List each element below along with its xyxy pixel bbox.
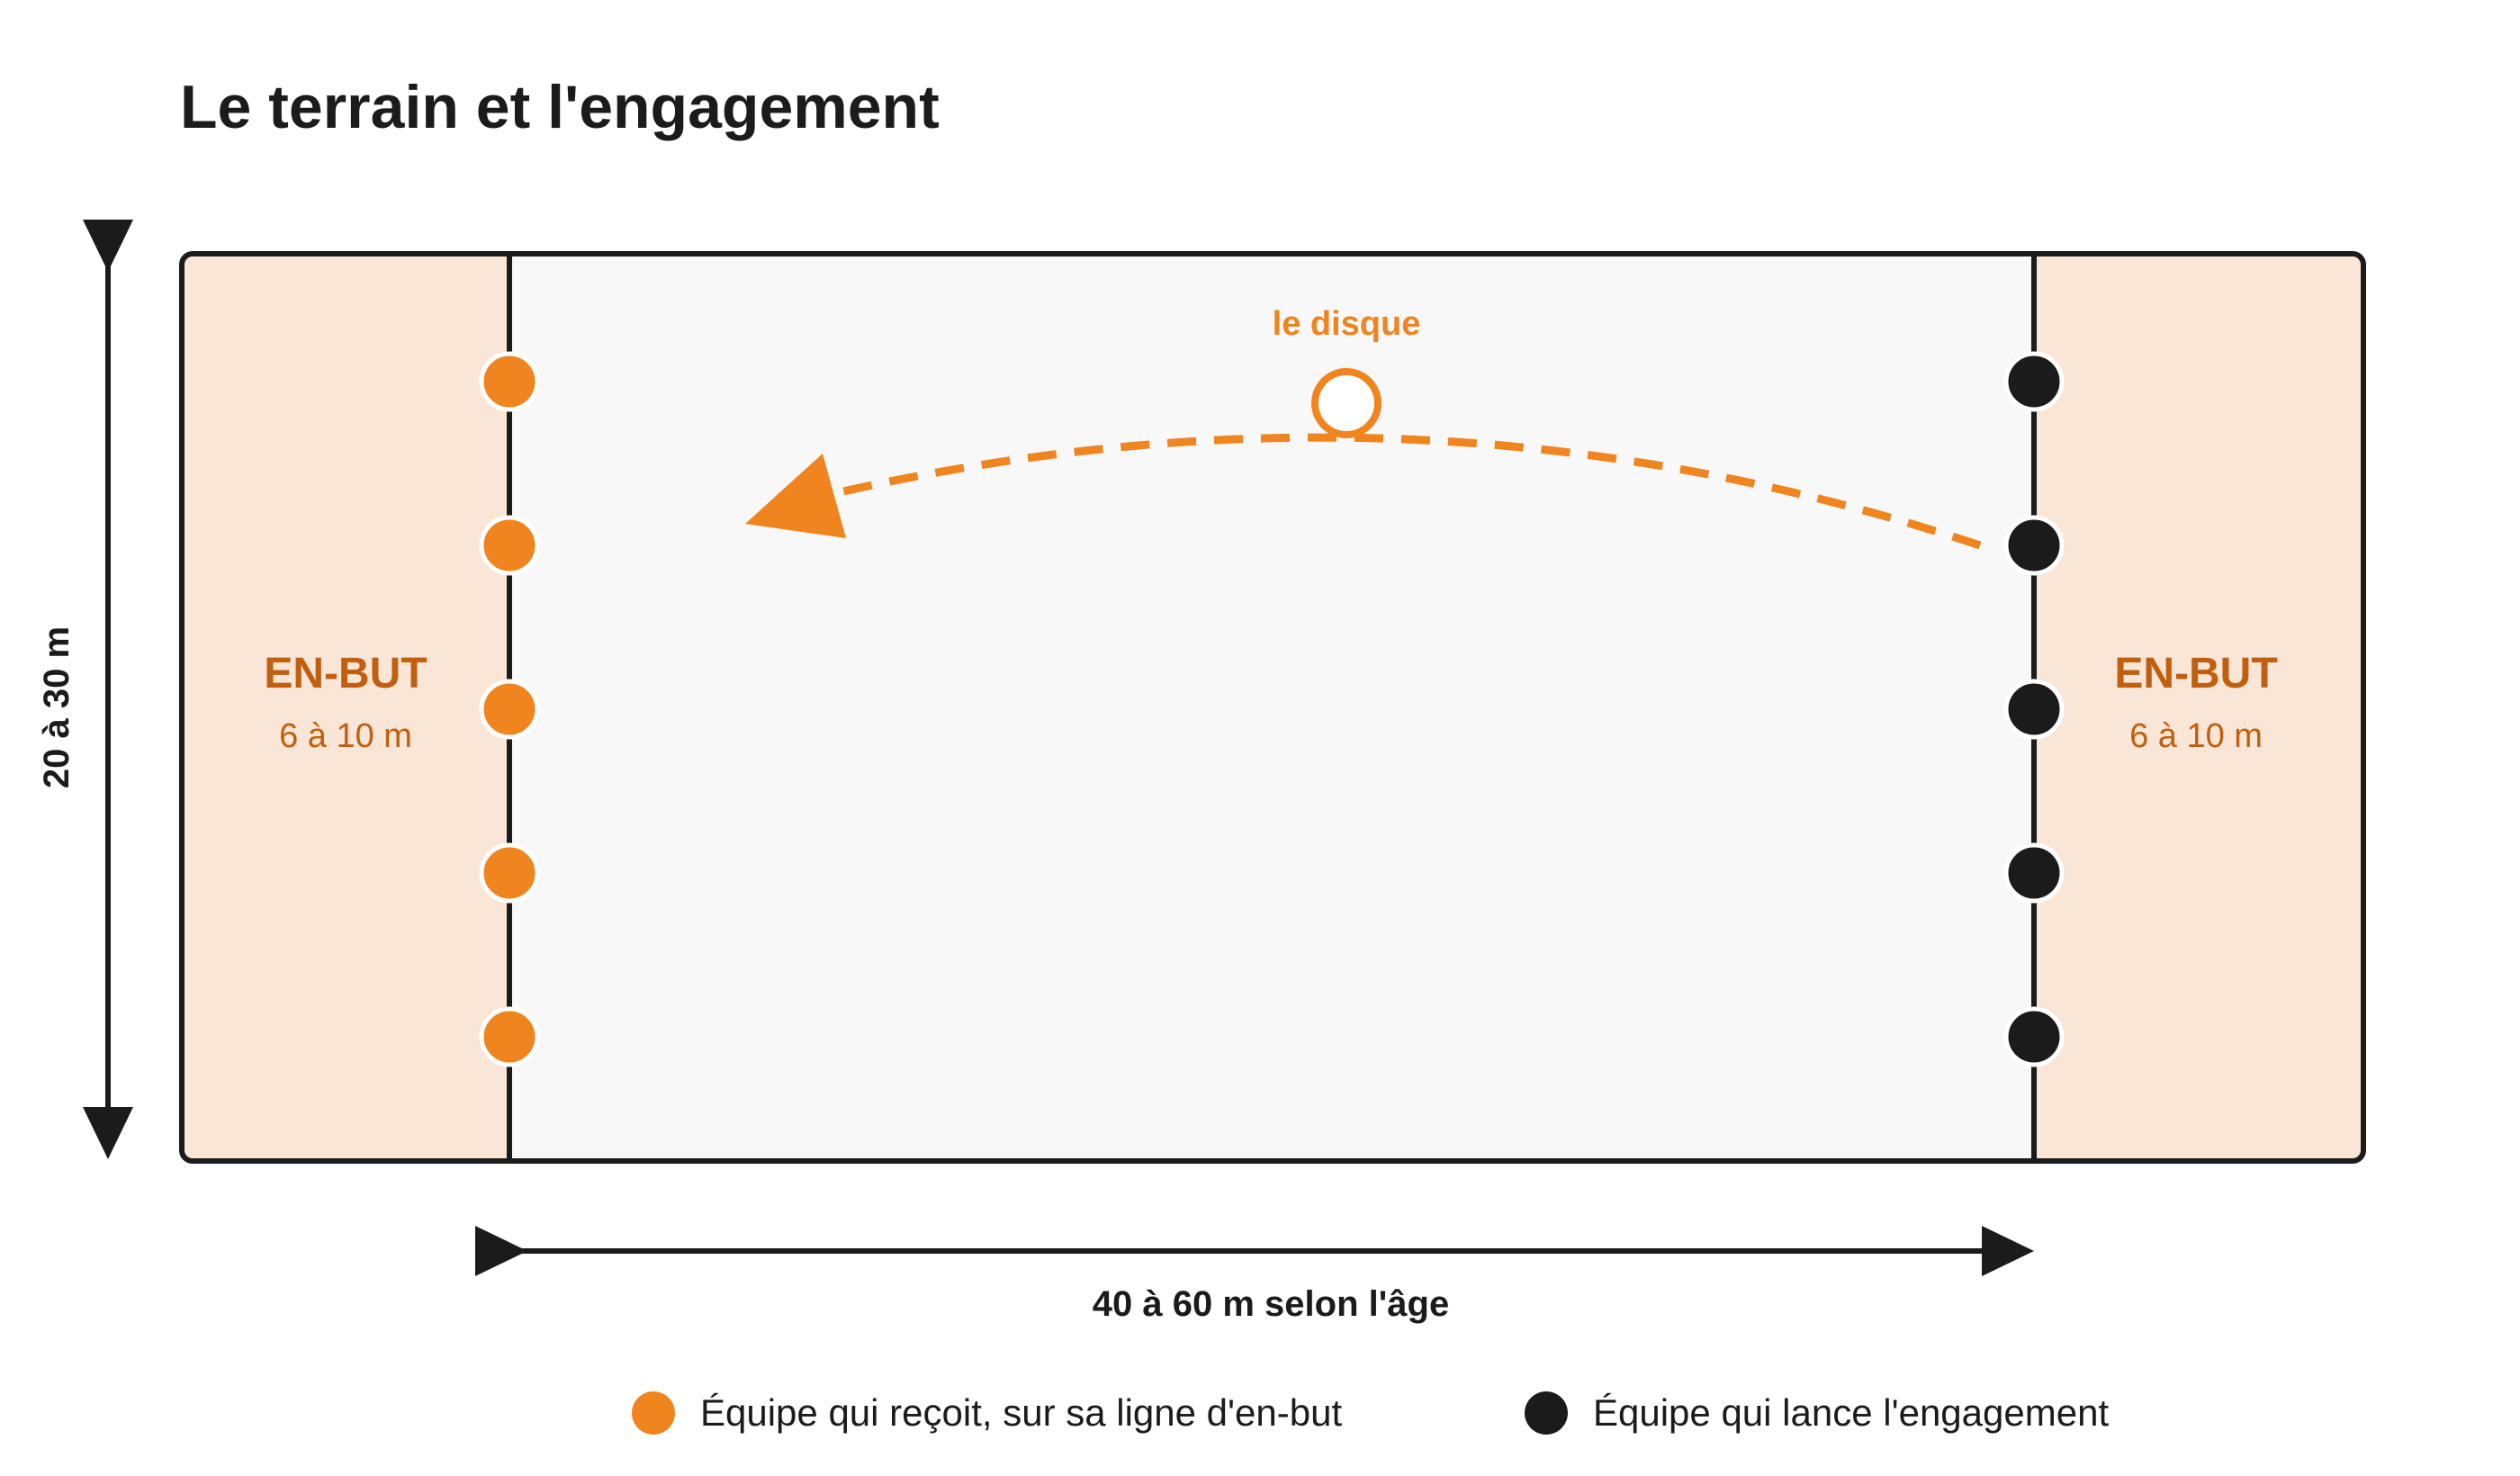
receiving-player [479,679,540,740]
arrow-right-icon [1982,1226,2034,1276]
right-endzone [2034,254,2363,1161]
right-endzone-size: 6 à 10 m [2129,717,2263,755]
legend-receiving-label: Équipe qui reçoit, sur sa ligne d'en-but [700,1391,1342,1434]
legend-receiving-dot-icon [632,1391,675,1435]
kicking-player [2003,842,2065,904]
receiving-player [479,351,540,412]
playing-field [182,254,2363,1161]
arrow-down-icon [83,220,133,272]
left-endzone-label: EN-BUT [264,650,427,698]
receiving-player [479,515,540,576]
width-dimension-label: 20 à 30 m [37,626,76,788]
kicking-player [2003,679,2065,740]
throw-trajectory [834,433,1982,550]
page-title: Le terrain et l'engagement [180,73,940,141]
disc-label: le disque [1273,305,1421,343]
arrow-down-icon [83,1107,133,1159]
receiving-player [479,1006,540,1067]
players [479,351,2065,1067]
kicking-player [2003,1006,2065,1067]
legend-kicking-label: Équipe qui lance l'engagement [1593,1391,2109,1434]
receiving-player [479,842,540,904]
disc-icon [1311,368,1382,438]
legend-kicking-dot-icon [1525,1391,1568,1435]
field-border [179,251,2366,1164]
arrow-right-icon [475,1226,527,1276]
kicking-player [2003,515,2065,576]
left-endzone-size: 6 à 10 m [279,717,412,755]
legend: Équipe qui reçoit, sur sa ligne d'en-but… [632,1391,2109,1435]
kicking-player [2003,351,2065,412]
left-endzone [182,254,509,1161]
right-endzone-label: EN-BUT [2114,650,2277,698]
throw-arrowhead [745,454,846,538]
length-dimension-label: 40 à 60 m selon l'âge [1093,1284,1449,1324]
